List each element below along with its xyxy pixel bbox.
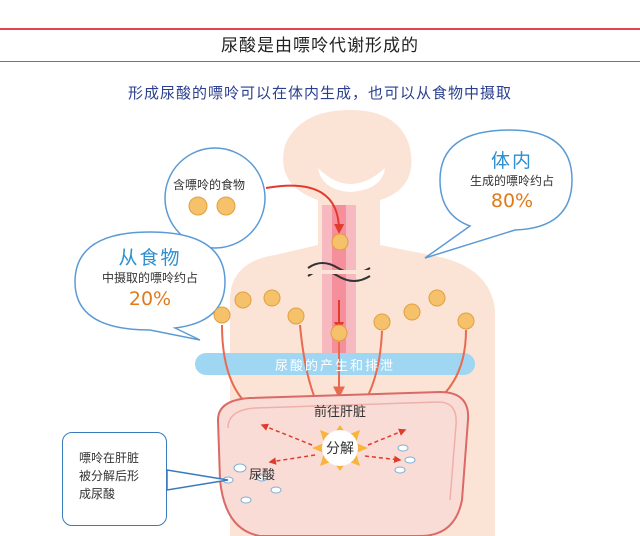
in-body-bubble — [424, 129, 573, 259]
page-title: 尿酸是由嘌呤代谢形成的 — [0, 28, 640, 62]
decompose-label: 分解 — [326, 441, 354, 457]
in-body-desc: 生成的嘌呤约占 — [469, 174, 554, 188]
band-label: 尿酸的产生和排泄 — [274, 359, 395, 374]
from-food-percent: 20% — [128, 288, 172, 310]
purine-dots — [188, 196, 475, 342]
liver-note: 嘌呤在肝脏 被分解后形 成尿酸 — [62, 432, 167, 526]
note-line: 成尿酸 — [79, 487, 116, 501]
note-line: 嘌呤在肝脏 — [79, 451, 140, 465]
food-bubble-label: 含嘌呤的食物 — [173, 178, 246, 192]
uric-acid-crystals — [222, 444, 416, 504]
food-bubble — [164, 147, 266, 249]
liver-label: 前往肝脏 — [313, 405, 366, 420]
from-food-bubble — [74, 231, 226, 341]
from-food-title: 从食物 — [118, 247, 182, 269]
production-band — [195, 353, 475, 375]
page-subtitle: 形成尿酸的嘌呤可以在体内生成，也可以从食物中摄取 — [127, 84, 512, 102]
note-line: 被分解后形 — [79, 469, 140, 483]
decompose-sun — [312, 425, 368, 471]
from-food-desc: 中摄取的嘌呤约占 — [101, 271, 198, 285]
face-smile — [318, 168, 385, 192]
uric-acid-label: 尿酸 — [249, 468, 276, 483]
in-body-title: 体内 — [490, 150, 533, 172]
in-body-percent: 80% — [490, 190, 534, 212]
